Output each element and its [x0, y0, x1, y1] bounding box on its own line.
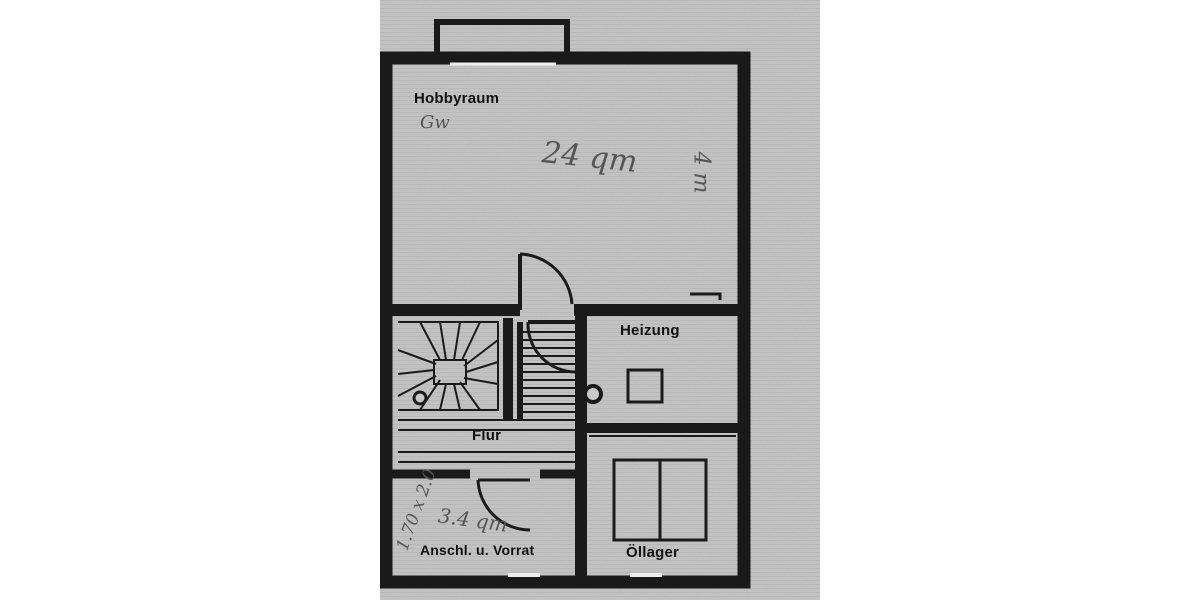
hobby-door-swing [519, 252, 574, 305]
note-hobby-side: 4 m [688, 151, 714, 194]
heizung-door-swing [526, 321, 577, 374]
flur-steps [398, 419, 576, 463]
outer-wall [380, 51, 751, 589]
chimney-flue [583, 384, 603, 404]
spiral-stair [397, 321, 499, 411]
note-hobby-short: Gw [420, 112, 450, 133]
wall-radiator [690, 292, 722, 300]
room-label-oellager: Öllager [626, 544, 680, 561]
boiler [626, 368, 664, 404]
room-label-vorrat: Anschl. u. Vorrat [420, 542, 535, 558]
straight-stair [517, 322, 575, 420]
newel-post [412, 390, 428, 406]
room-label-flur: Flur [472, 427, 502, 444]
room-label-hobbyraum: Hobbyraum [414, 90, 500, 107]
vorrat-door-swing [476, 479, 531, 532]
floor-plan-drawing [380, 0, 820, 600]
oil-tank-right [658, 458, 708, 542]
room-label-heizung: Heizung [620, 322, 680, 339]
floor-plan-sheet: Hobbyraum Heizung Flur Anschl. u. Vorrat… [380, 0, 820, 600]
